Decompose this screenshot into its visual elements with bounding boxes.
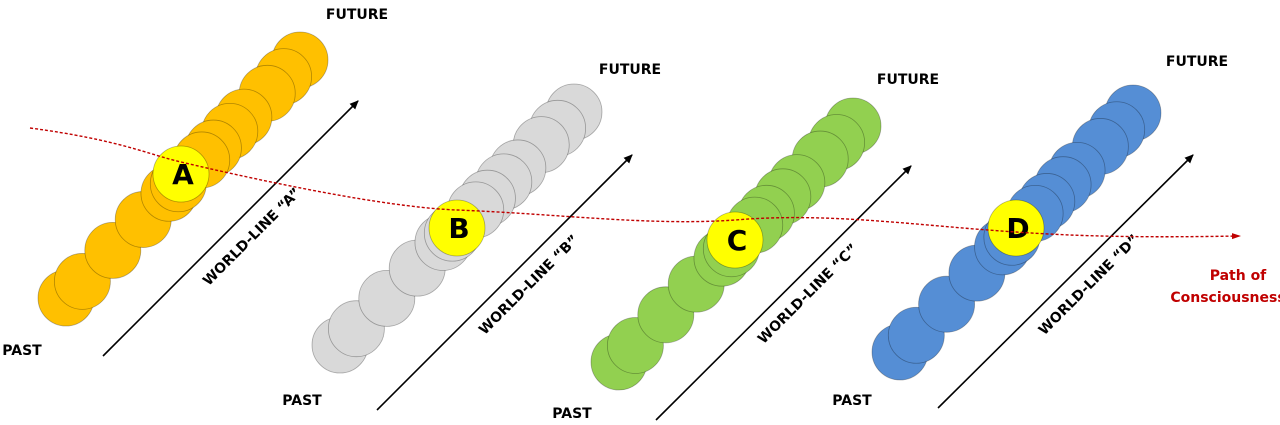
time-arrow	[655, 165, 912, 421]
time-arrow	[937, 154, 1194, 409]
future-label: FUTURE	[1166, 54, 1228, 70]
world-line-label: WORLD-LINE “D”	[1036, 232, 1143, 339]
world-line-d: D FUTURE PAST WORLD-LINE “D”	[832, 54, 1228, 409]
present-moment-circle	[152, 145, 210, 203]
point-label: A	[172, 158, 194, 191]
point-label: D	[1006, 212, 1029, 245]
past-label: PAST	[552, 406, 592, 422]
time-arrow	[102, 100, 359, 357]
future-label: FUTURE	[599, 62, 661, 78]
world-line-label: WORLD-LINE “B”	[476, 232, 582, 338]
world-line-label: WORLD-LINE “A”	[200, 185, 304, 289]
past-label: PAST	[832, 393, 872, 409]
present-moment-circle	[987, 199, 1045, 257]
path-of-consciousness-line	[29, 127, 1241, 240]
future-label: FUTURE	[326, 7, 388, 23]
time-arrow	[376, 154, 633, 411]
path-label-line2: Consciousness	[1170, 290, 1280, 306]
past-label: PAST	[282, 393, 322, 409]
path-label-line1: Path of	[1210, 268, 1267, 284]
point-label: B	[448, 212, 469, 245]
future-label: FUTURE	[877, 72, 939, 88]
present-moment-circle	[428, 199, 486, 257]
world-line-a: A FUTURE PAST WORLD-LINE “A”	[2, 7, 388, 359]
point-label: C	[727, 224, 748, 257]
world-line-label: WORLD-LINE “C”	[755, 241, 861, 347]
present-moment-circle	[706, 211, 764, 269]
past-label: PAST	[2, 343, 42, 359]
world-line-c: C FUTURE PAST WORLD-LINE “C”	[552, 72, 939, 422]
